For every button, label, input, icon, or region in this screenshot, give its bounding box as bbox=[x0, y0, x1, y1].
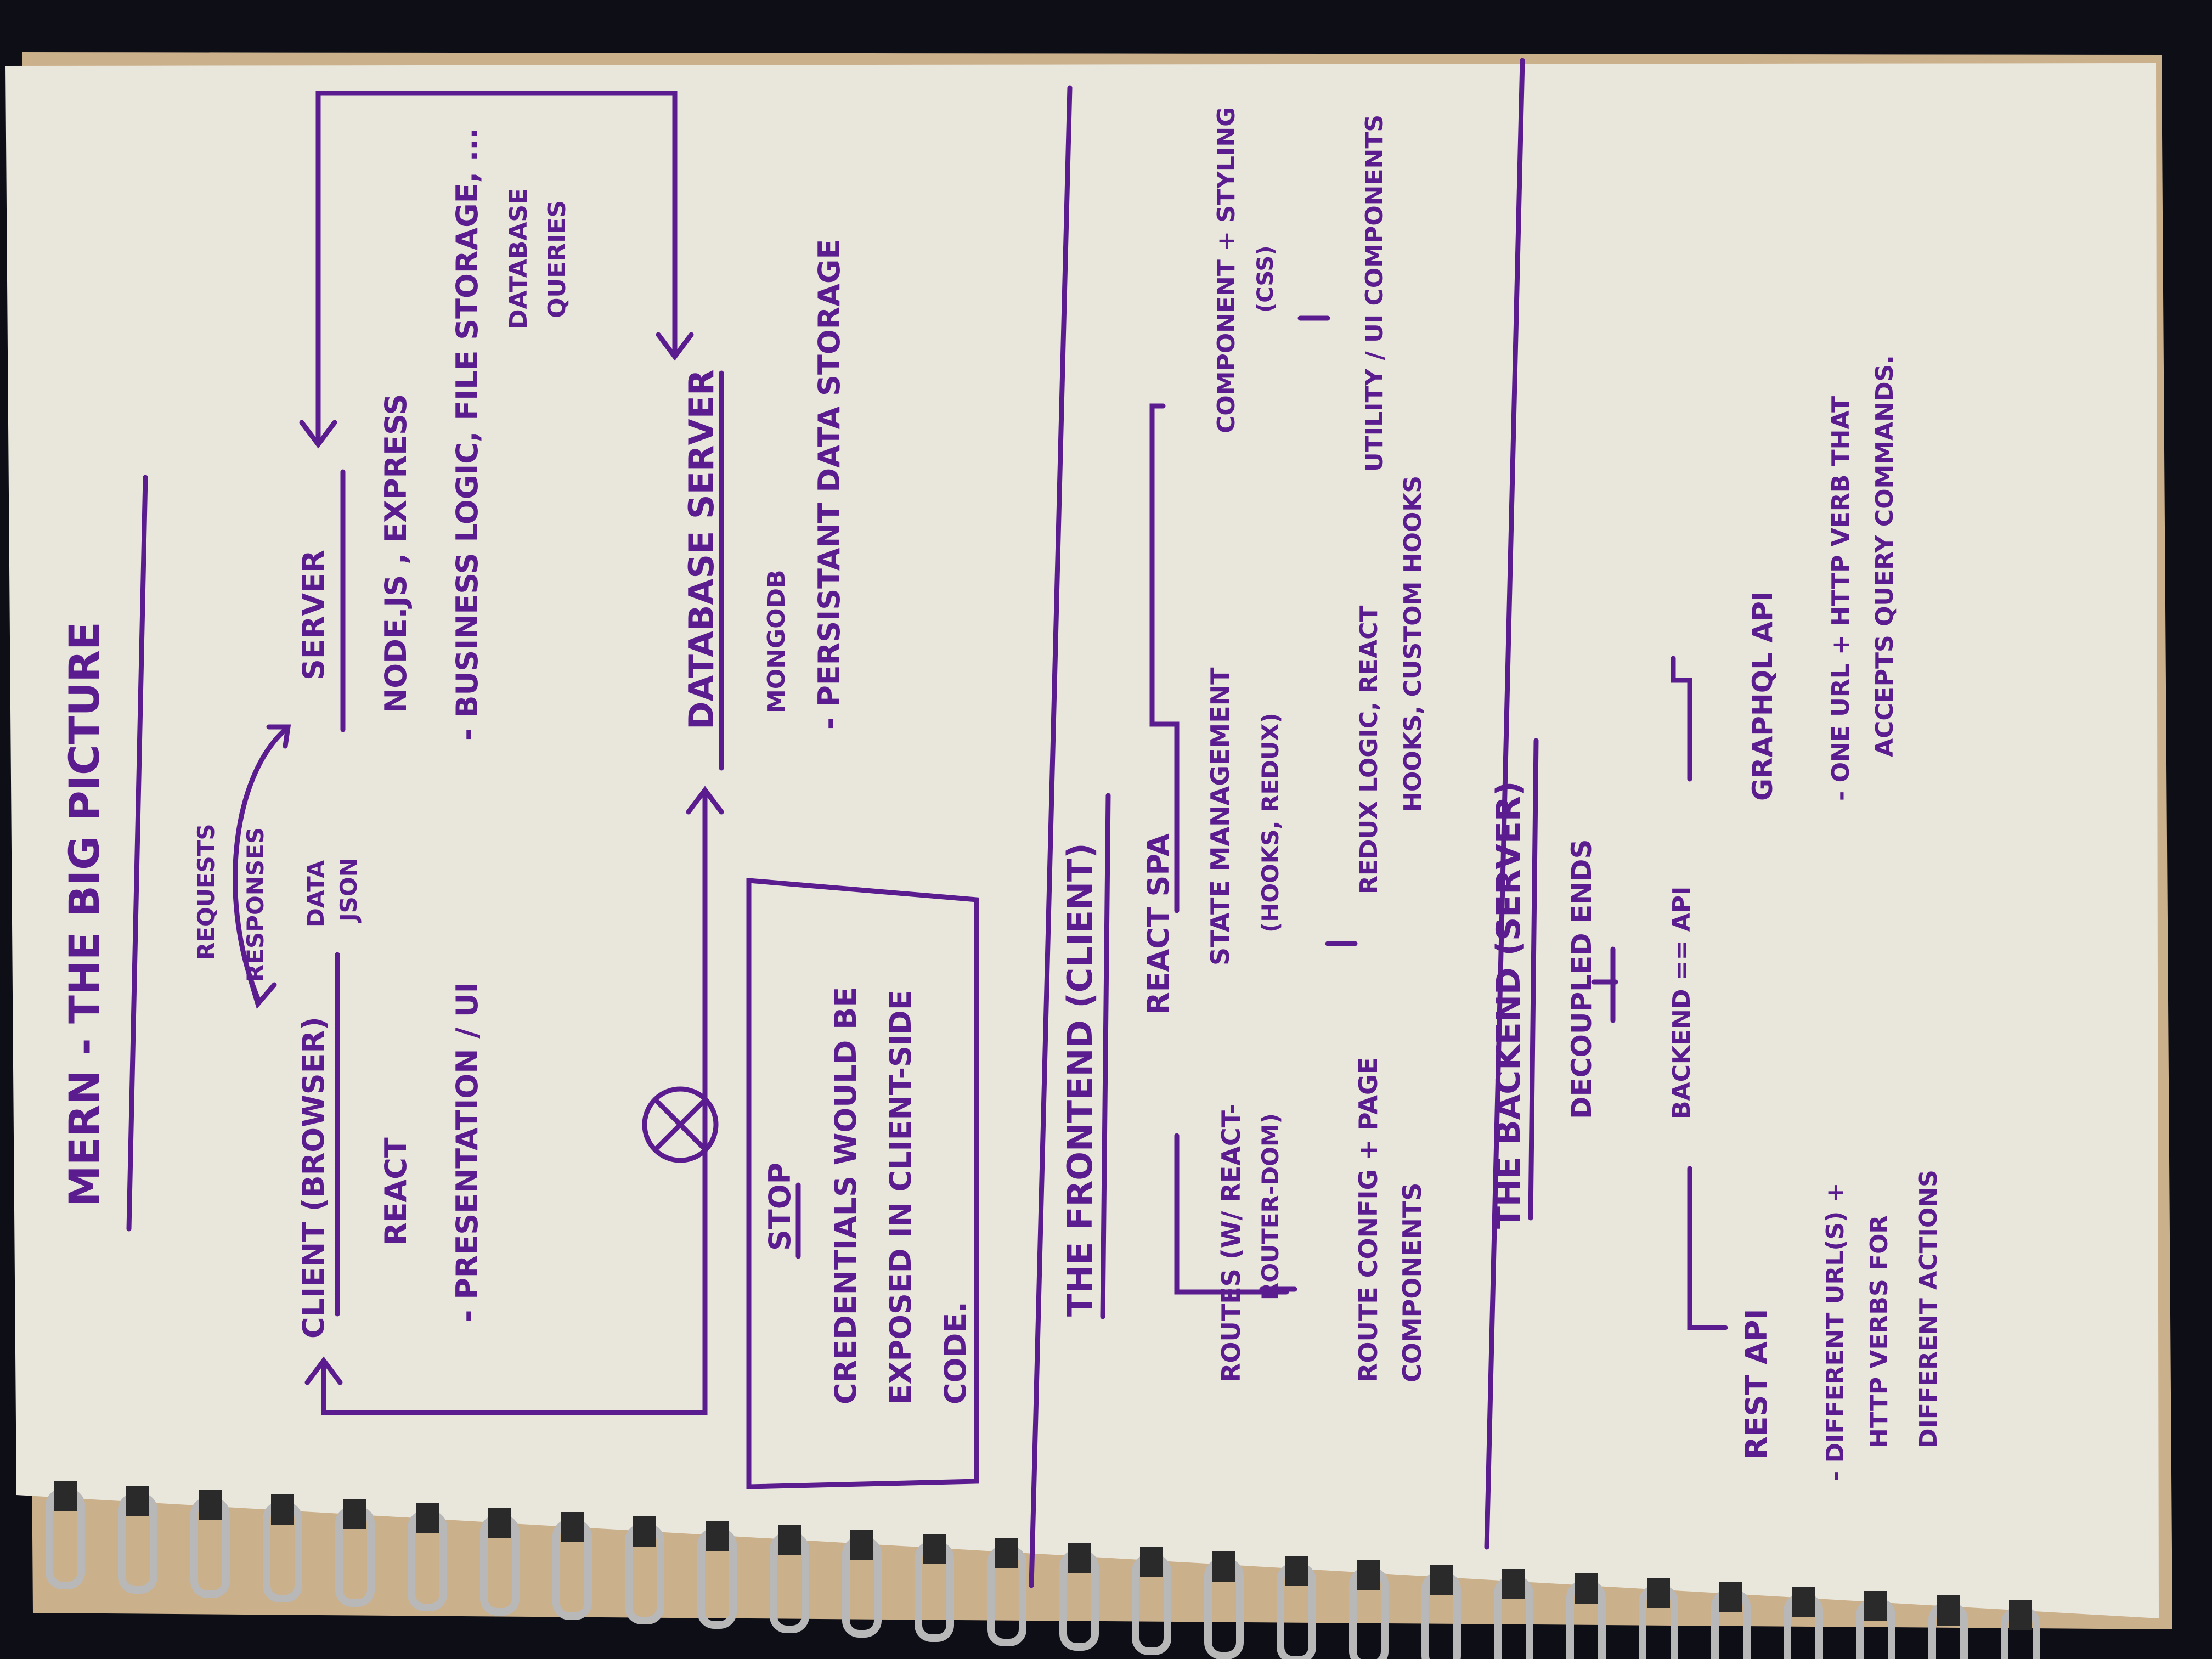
rest-api-line-3: DIFFERENT ACTIONS bbox=[1915, 1170, 1943, 1448]
database-heading: DATABASE SERVER bbox=[681, 369, 721, 730]
stop-box bbox=[746, 878, 979, 1489]
spiral-hole bbox=[995, 1538, 1018, 1568]
backend-heading: THE BACKEND (SERVER) bbox=[1489, 781, 1528, 1229]
spiral-hole bbox=[54, 1481, 77, 1511]
server-arrow-head bbox=[299, 420, 337, 449]
stop-line-1: CREDENTIALS WOULD BE bbox=[828, 987, 863, 1404]
decoupled-ends: DECOUPLED ENDS bbox=[1566, 839, 1598, 1119]
spiral-hole bbox=[561, 1512, 584, 1542]
graphql-line-1: - ONE URL + HTTP VERB THAT bbox=[1827, 396, 1855, 801]
spiral-hole bbox=[416, 1503, 439, 1533]
rest-api-label: REST API bbox=[1739, 1309, 1774, 1459]
server-role: - BUSINESS LOGIC, FILE STORAGE, ... bbox=[450, 128, 484, 741]
frontend-underline bbox=[1100, 793, 1111, 1319]
requests-label: REQUESTS bbox=[193, 823, 219, 960]
handwritten-notes bbox=[126, 58, 1728, 1588]
database-queries-line1: DATABASE bbox=[505, 188, 533, 329]
stop-label: STOP bbox=[763, 1163, 797, 1251]
routes-line-1: ROUTES (W/ REACT- bbox=[1216, 1104, 1246, 1383]
spiral-hole bbox=[199, 1490, 222, 1520]
frontend-tree-left bbox=[1174, 1133, 1289, 1295]
json-label: JSON bbox=[335, 857, 362, 923]
db-query-arrow-head bbox=[656, 332, 694, 361]
backend-tree-left bbox=[1687, 1166, 1728, 1330]
blocked-connection-symbol bbox=[642, 1086, 719, 1163]
spiral-hole bbox=[343, 1499, 366, 1529]
react-spa-label: REACT SPA bbox=[1141, 833, 1176, 1015]
spiral-hole bbox=[1864, 1591, 1887, 1621]
notebook-page bbox=[5, 63, 2159, 1618]
client-heading: CLIENT (BROWSER) bbox=[296, 1017, 331, 1339]
backend-tree-right bbox=[1671, 656, 1692, 782]
backend-equals-api: BACKEND == API bbox=[1668, 887, 1696, 1119]
component-styling-line-2: (CSS) bbox=[1253, 246, 1278, 313]
spiral-hole bbox=[1792, 1587, 1815, 1617]
spiral-hole bbox=[1357, 1560, 1380, 1590]
spiral-hole bbox=[1575, 1573, 1598, 1604]
database-tech: MONGODB bbox=[763, 569, 791, 713]
database-queries-line2: QUERIES bbox=[543, 200, 571, 318]
rest-api-line-1: - DIFFERENT URL(S) + bbox=[1821, 1183, 1849, 1481]
state-management-line-1: STATE MANAGEMENT bbox=[1205, 667, 1235, 966]
spiral-binding bbox=[46, 1481, 2040, 1659]
spiral-hole bbox=[1430, 1565, 1453, 1595]
notes-title: MERN - THE BIG PICTURE bbox=[60, 622, 109, 1207]
spiral-hole bbox=[778, 1525, 801, 1555]
spiral-hole bbox=[2009, 1600, 2032, 1630]
spiral-hole bbox=[923, 1534, 946, 1564]
blocked-cross-2 bbox=[653, 1097, 708, 1152]
stop-line-3: CODE. bbox=[938, 1301, 973, 1404]
section-divider-2 bbox=[1484, 58, 1525, 1550]
client-role: - PRESENTATION / UI bbox=[450, 982, 484, 1322]
spiral-hole bbox=[633, 1516, 656, 1547]
route-config-line-1: ROUTE CONFIG + PAGE bbox=[1353, 1057, 1383, 1383]
server-db-bracket bbox=[315, 91, 678, 442]
spiral-hole bbox=[488, 1508, 511, 1538]
spiral-hole bbox=[1212, 1551, 1235, 1582]
spiral-hole bbox=[1068, 1543, 1091, 1573]
stop-line-2: EXPOSED IN CLIENT-SIDE bbox=[883, 990, 918, 1404]
spiral-hole bbox=[1647, 1578, 1670, 1608]
response-arrow-head bbox=[266, 724, 291, 749]
server-heading: SERVER bbox=[296, 550, 331, 680]
spiral-hole bbox=[1937, 1595, 1960, 1626]
server-tech: NODE.JS , EXPRESS bbox=[379, 394, 413, 713]
spiral-hole bbox=[126, 1486, 149, 1516]
route-config-line-2: COMPONENTS bbox=[1397, 1183, 1427, 1383]
state-management-line-2: (HOOKS, REDUX) bbox=[1257, 713, 1284, 933]
section-divider-1 bbox=[1029, 85, 1073, 1588]
database-arrow-head bbox=[686, 786, 724, 815]
graphql-api-label: GRAPHQL API bbox=[1747, 591, 1779, 801]
spiral-hole bbox=[271, 1494, 294, 1525]
redux-line-1: REDUX LOGIC, REACT bbox=[1355, 606, 1383, 894]
data-label: DATA bbox=[302, 860, 329, 927]
request-response-curve bbox=[233, 727, 288, 1001]
spiral-hole bbox=[1140, 1547, 1163, 1577]
component-styling-line-1: COMPONENT + STYLING bbox=[1212, 107, 1240, 433]
rest-api-line-2: HTTP VERBS FOR bbox=[1865, 1215, 1893, 1448]
request-arrow-head bbox=[247, 974, 277, 1009]
utility-components: UTILITY / UI COMPONENTS bbox=[1361, 115, 1389, 472]
spiral-hole bbox=[1719, 1582, 1742, 1612]
notes-text-layer: MERN - THE BIG PICTURE CLIENT (BROWSER) … bbox=[60, 107, 1943, 1481]
frontend-heading: THE FRONTEND (CLIENT) bbox=[1060, 843, 1100, 1317]
spiral-hole bbox=[850, 1530, 873, 1560]
client-tech: REACT bbox=[379, 1137, 413, 1245]
title-underline bbox=[126, 475, 148, 1232]
spiral-hole bbox=[706, 1521, 729, 1551]
backend-underline bbox=[1528, 738, 1539, 1221]
spiral-hole bbox=[1502, 1569, 1525, 1599]
responses-label: RESPONSES bbox=[242, 827, 269, 982]
client-arrow-head bbox=[304, 1356, 343, 1385]
redux-line-2: HOOKS, CUSTOM HOOKS bbox=[1399, 476, 1427, 812]
graphql-line-2: ACCEPTS QUERY COMMANDS. bbox=[1871, 355, 1899, 757]
routes-line-2: ROUTER-DOM) bbox=[1257, 1113, 1284, 1300]
spiral-hole bbox=[1285, 1556, 1308, 1586]
database-role: - PERSISTANT DATA STORAGE bbox=[812, 239, 847, 730]
frontend-tree-right bbox=[1149, 403, 1180, 913]
